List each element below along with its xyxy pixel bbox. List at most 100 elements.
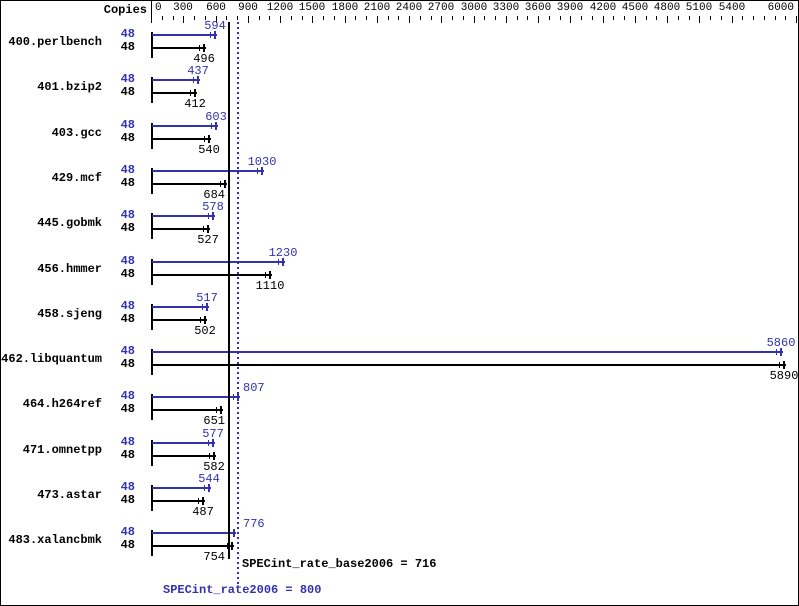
axis-minor-tick: [624, 16, 625, 20]
base-bar: [152, 319, 207, 321]
base-bar: [152, 47, 206, 49]
axis-minor-tick: [721, 16, 722, 20]
axis-tick-label: 4500: [621, 2, 649, 14]
bar-run-tick: [204, 136, 205, 142]
base-copies-label: 48: [120, 402, 135, 416]
axis-major-tick: [538, 16, 539, 23]
peak-value-label: 517: [196, 291, 218, 305]
peak-bar: [152, 442, 215, 444]
bar-run-tick: [278, 259, 279, 265]
axis-tick-label: 5400: [718, 2, 746, 14]
axis-origin-line: [151, 1, 152, 23]
axis-tick-label: 1800: [331, 2, 359, 14]
axis-cap: [151, 440, 153, 466]
bar-run-tick: [203, 226, 204, 232]
bar-end-tick: [207, 225, 209, 233]
base-value-label: 487: [192, 505, 214, 519]
axis-minor-tick: [646, 16, 647, 20]
axis-minor-tick: [269, 16, 270, 20]
base-bar: [152, 364, 786, 366]
base-value-label: 651: [203, 414, 225, 428]
peak-bar: [152, 215, 215, 217]
bar-run-tick: [211, 123, 212, 129]
benchmark-name: 429.mcf: [51, 171, 102, 185]
bar-run-tick: [198, 498, 199, 504]
benchmark-name: 400.perlbench: [8, 35, 102, 49]
axis-tick-label: 3900: [556, 2, 584, 14]
peak-copies-label: 48: [120, 480, 135, 494]
peak-bar: [152, 396, 240, 398]
bar-end-tick: [212, 212, 214, 220]
benchmark-name: 403.gcc: [51, 126, 102, 140]
peak-value-label: 577: [202, 427, 224, 441]
bar-end-tick: [783, 361, 785, 369]
axis-cap: [151, 77, 153, 103]
bar-run-tick: [208, 213, 209, 219]
axis-minor-tick: [237, 16, 238, 20]
bar-run-tick: [190, 90, 191, 96]
axis-tick-label: 4200: [589, 2, 617, 14]
bar-end-tick: [204, 316, 206, 324]
base-bar: [152, 228, 210, 230]
axis-major-tick: [345, 16, 346, 23]
axis-tick-label: 0: [155, 2, 162, 14]
bar-end-tick: [194, 89, 196, 97]
axis-major-tick: [570, 16, 571, 23]
axis-major-tick: [603, 16, 604, 23]
axis-cap: [151, 394, 153, 420]
base-value-label: 684: [203, 188, 225, 202]
axis-minor-tick: [431, 16, 432, 20]
axis-minor-tick: [775, 16, 776, 20]
base-bar: [152, 455, 216, 457]
axis-tick-label: 900: [238, 2, 258, 14]
base-copies-label: 48: [120, 131, 135, 145]
base-summary-text: SPECint_rate_base2006 = 716: [242, 557, 437, 571]
base-value-label: 412: [184, 97, 206, 111]
base-value-label: 754: [203, 550, 225, 564]
peak-value-label: 544: [198, 472, 220, 486]
base-value-label: 527: [197, 233, 219, 247]
benchmark-name: 464.h264ref: [22, 397, 102, 411]
axis-tick-label: 3000: [460, 2, 488, 14]
axis-tick-label: 3600: [524, 2, 552, 14]
bar-end-tick: [208, 135, 210, 143]
base-bar: [152, 138, 211, 140]
axis-minor-tick: [302, 16, 303, 20]
base-value-label: 496: [193, 52, 215, 66]
axis-major-tick: [635, 16, 636, 23]
benchmark-name: 458.sjeng: [37, 307, 102, 321]
benchmark-name: 471.omnetpp: [22, 443, 102, 457]
axis-tick-label: 3300: [492, 2, 520, 14]
base-copies-label: 48: [120, 85, 135, 99]
peak-copies-label: 48: [120, 299, 135, 313]
peak-copies-label: 48: [120, 435, 135, 449]
axis-minor-tick: [226, 16, 227, 20]
axis-minor-tick: [162, 16, 163, 20]
bar-run-tick: [233, 394, 234, 400]
axis-minor-tick: [689, 16, 690, 20]
peak-bar: [152, 532, 236, 534]
axis-major-tick: [409, 16, 410, 23]
bar-end-tick: [282, 258, 284, 266]
bar-end-tick: [203, 44, 205, 52]
bar-end-tick: [220, 406, 222, 414]
peak-copies-label: 48: [120, 163, 135, 177]
axis-minor-tick: [484, 16, 485, 20]
peak-value-label: 776: [243, 517, 265, 531]
peak-bar: [152, 170, 264, 172]
base-copies-label: 48: [120, 357, 135, 371]
base-value-label: 540: [198, 143, 220, 157]
base-copies-label: 48: [120, 40, 135, 54]
peak-copies-label: 48: [120, 344, 135, 358]
base-value-label: 582: [203, 460, 225, 474]
axis-tick-label: 2100: [363, 2, 391, 14]
axis-major-tick: [796, 16, 797, 23]
peak-value-label: 603: [205, 110, 227, 124]
axis-minor-tick: [323, 16, 324, 20]
bar-end-tick: [215, 122, 217, 130]
base-copies-label: 48: [120, 493, 135, 507]
axis-minor-tick: [173, 16, 174, 20]
peak-value-label: 1030: [247, 155, 277, 169]
peak-summary-text: SPECint_rate2006 = 800: [163, 583, 322, 597]
axis-major-tick: [183, 16, 184, 23]
